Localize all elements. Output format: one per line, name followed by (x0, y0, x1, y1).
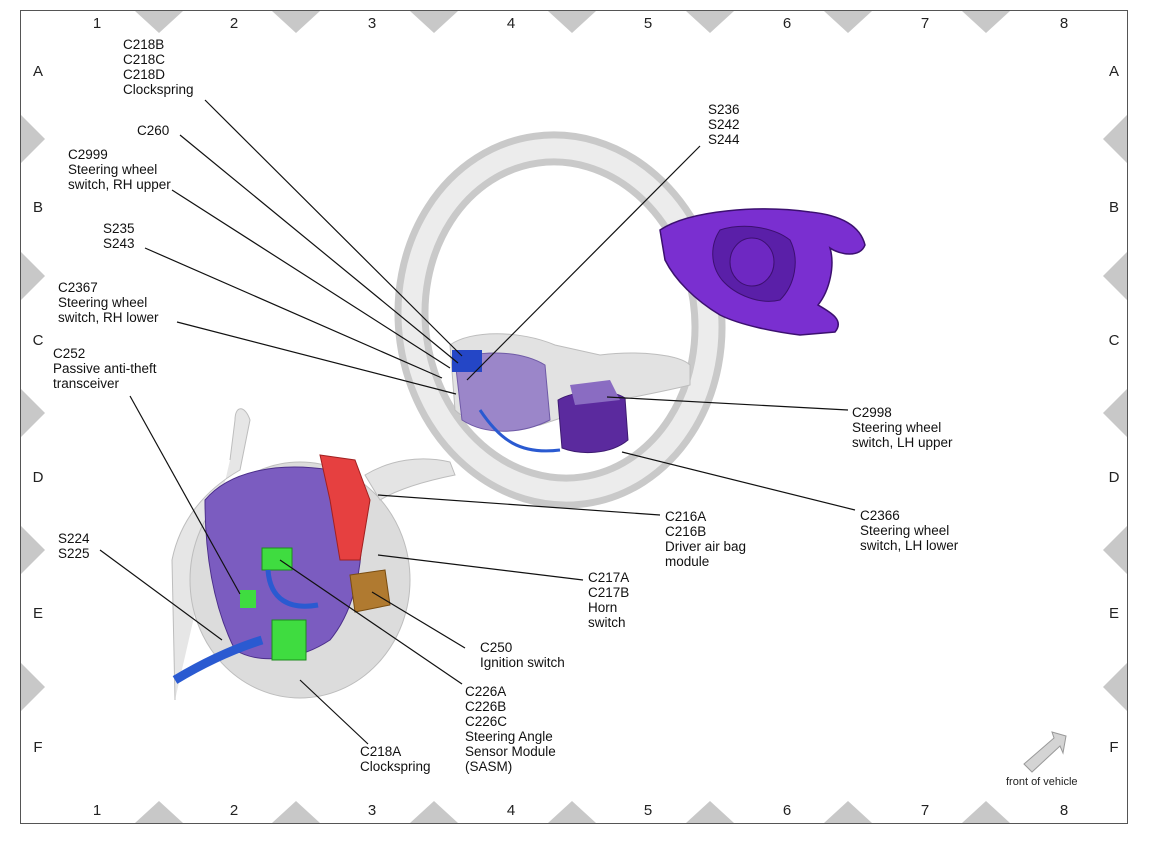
callout-line: Ignition switch (480, 655, 565, 670)
driver-airbag-module (659, 208, 866, 336)
grid-column-label: 1 (93, 802, 101, 819)
grid-row-label: F (1109, 739, 1118, 756)
callout-line: S244 (708, 132, 740, 147)
grid-column-label: 5 (644, 15, 652, 32)
callout-line: C226B (465, 699, 507, 714)
grid-row-label: D (33, 469, 44, 486)
callout-line: S236 (708, 102, 740, 117)
callout-line: C216A (665, 509, 707, 524)
callout-line: C226A (465, 684, 507, 699)
arrow-icon (1023, 731, 1067, 773)
callout-line: C226C (465, 714, 508, 729)
grid-column-label: 2 (230, 802, 238, 819)
callout-line: switch, RH upper (68, 177, 171, 192)
steering-wheel (394, 131, 726, 509)
callout-line: C216B (665, 524, 707, 539)
grid-row-label: E (33, 605, 43, 622)
grid-row-label: B (1109, 199, 1119, 216)
leader-lines (99, 99, 856, 745)
callout-line: C218A (360, 744, 402, 759)
grid-row-label: A (33, 63, 43, 80)
callout-line: C260 (137, 123, 170, 138)
callout-line: Steering wheel (58, 295, 148, 310)
callout-c260: C260 (137, 123, 169, 138)
grid-row-label: D (1109, 469, 1120, 486)
grid-column-label: 6 (783, 15, 791, 32)
callout-line: C2999 (68, 147, 108, 162)
callout-line: C218B (123, 37, 165, 52)
callout-line: C250 (480, 640, 513, 655)
callout-line: Horn (588, 600, 618, 615)
grid-row-label: B (33, 199, 43, 216)
callout-line: S243 (103, 236, 135, 251)
callout-line: S224 (58, 531, 90, 546)
callout-line: C2366 (860, 508, 900, 523)
grid-column-label: 3 (368, 802, 376, 819)
callout-line: C2998 (852, 405, 892, 420)
callout-line: Clockspring (360, 759, 431, 774)
grid-row-label: C (1109, 332, 1120, 349)
grid-row-label: A (1109, 63, 1119, 80)
callout-line: transceiver (53, 376, 120, 391)
grid-column-label: 5 (644, 802, 652, 819)
border-markers (21, 11, 1127, 823)
grid-column-label: 3 (368, 15, 376, 32)
grid-column-label: 7 (921, 802, 929, 819)
callout-line: C217B (588, 585, 630, 600)
callout-line: S242 (708, 117, 740, 132)
callout-line: Steering wheel (852, 420, 942, 435)
grid-column-label: 6 (783, 802, 791, 819)
callout-line: switch, RH lower (58, 310, 159, 325)
callout-line: Steering wheel (860, 523, 950, 538)
callout-line: C218D (123, 67, 166, 82)
callout-line: module (665, 554, 710, 569)
callout-line: switch, LH upper (852, 435, 953, 450)
callout-line: C218C (123, 52, 166, 67)
grid-column-label: 7 (921, 15, 929, 32)
callout-line: Sensor Module (465, 744, 556, 759)
grid-row-label: F (33, 739, 42, 756)
callout-line: switch (588, 615, 626, 630)
grid-row-label: C (33, 332, 44, 349)
grid-column-label: 2 (230, 15, 238, 32)
grid-column-label: 4 (507, 802, 515, 819)
grid-column-label: 1 (93, 15, 101, 32)
callout-line: Steering Angle (465, 729, 553, 744)
callout-line: Clockspring (123, 82, 194, 97)
callout-line: Steering wheel (68, 162, 158, 177)
callout-line: C2367 (58, 280, 98, 295)
orientation-label: front of vehicle (1006, 776, 1078, 788)
callout-line: Passive anti-theft (53, 361, 157, 376)
callout-line: C217A (588, 570, 630, 585)
callout-line: S225 (58, 546, 90, 561)
steering-column (171, 408, 456, 701)
callout-line: C252 (53, 346, 86, 361)
callout-line: switch, LH lower (860, 538, 959, 553)
callout-line: (SASM) (465, 759, 513, 774)
grid-column-label: 8 (1060, 15, 1068, 32)
grid-row-label: E (1109, 605, 1119, 622)
grid-column-label: 8 (1060, 802, 1068, 819)
callout-line: Driver air bag (665, 539, 747, 554)
callout-line: S235 (103, 221, 135, 236)
grid-column-label: 4 (507, 15, 515, 32)
